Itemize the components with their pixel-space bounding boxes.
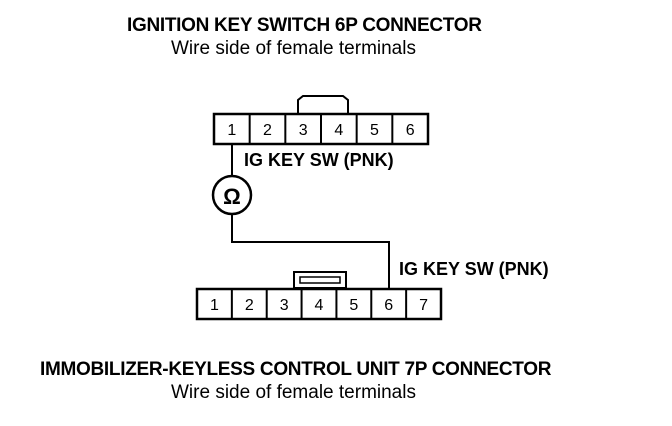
bottom-connector-title: IMMOBILIZER-KEYLESS CONTROL UNIT 7P CONN… [40, 359, 552, 380]
bottom-connector-terminal-6: 6 [384, 297, 393, 314]
top-connector-subtitle: Wire side of female terminals [171, 38, 416, 59]
top-connector-terminal-3: 3 [299, 122, 308, 139]
top-connector-terminal-4: 4 [334, 122, 343, 139]
top-connector: 1 2 3 4 5 6 [212, 112, 430, 146]
bottom-connector-terminal-3: 3 [280, 297, 289, 314]
bottom-connector-terminal-5: 5 [349, 297, 358, 314]
bottom-connector-terminal-4: 4 [315, 297, 324, 314]
bottom-connector-subtitle: Wire side of female terminals [171, 382, 416, 403]
bottom-connector-lock-tab [293, 271, 347, 289]
bottom-wire-label: IG KEY SW (PNK) [399, 259, 549, 279]
top-connector-terminal-6: 6 [406, 122, 415, 139]
top-connector-lock-tab [297, 95, 349, 114]
top-connector-terminal-1: 1 [227, 122, 236, 139]
bottom-connector-body [195, 287, 443, 321]
bottom-connector-terminal-1: 1 [210, 297, 219, 314]
top-connector-title: IGNITION KEY SWITCH 6P CONNECTOR [127, 15, 482, 36]
top-connector-terminal-5: 5 [370, 122, 379, 139]
bottom-connector-terminal-7: 7 [419, 297, 428, 314]
top-wire-label: IG KEY SW (PNK) [244, 150, 394, 170]
wire-meter-to-bottom [231, 214, 390, 289]
ohm-symbol: Ω [223, 184, 241, 209]
bottom-connector: 1 2 3 4 5 6 7 [195, 287, 443, 321]
bottom-connector-terminal-2: 2 [245, 297, 254, 314]
top-connector-terminal-2: 2 [263, 122, 272, 139]
